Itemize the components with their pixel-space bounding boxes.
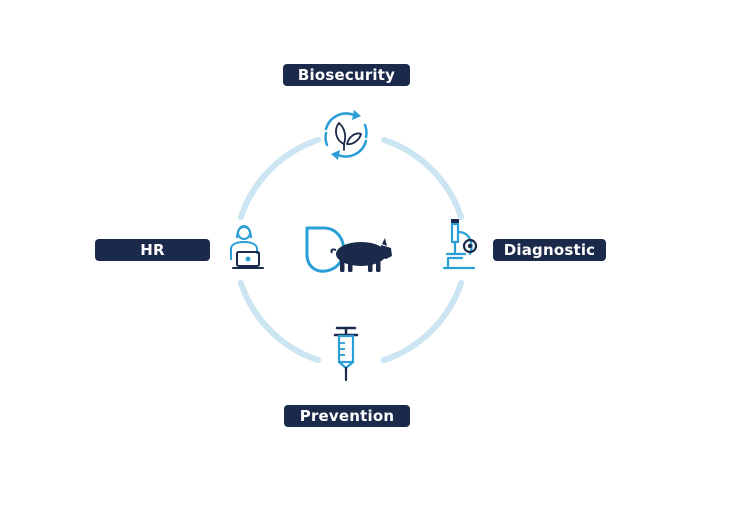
- ring-arc-bottom-right: [380, 279, 465, 364]
- hr-label: HR: [95, 239, 210, 261]
- microscope-icon: [442, 219, 478, 270]
- ring-arc-bottom-left: [237, 279, 322, 364]
- diagnostic-label: Diagnostic: [493, 239, 606, 261]
- ring-arc-top-left: [237, 136, 322, 221]
- person-laptop-icon: [230, 225, 264, 269]
- ring-arc-top-right: [380, 136, 465, 221]
- syringe-icon: [333, 326, 359, 382]
- cycle-ring: [237, 136, 465, 364]
- prevention-label: Prevention: [284, 405, 410, 427]
- recycle-leaves-icon: [324, 110, 368, 160]
- pig-with-drop-icon: [305, 226, 392, 273]
- biosecurity-label: Biosecurity: [283, 64, 410, 86]
